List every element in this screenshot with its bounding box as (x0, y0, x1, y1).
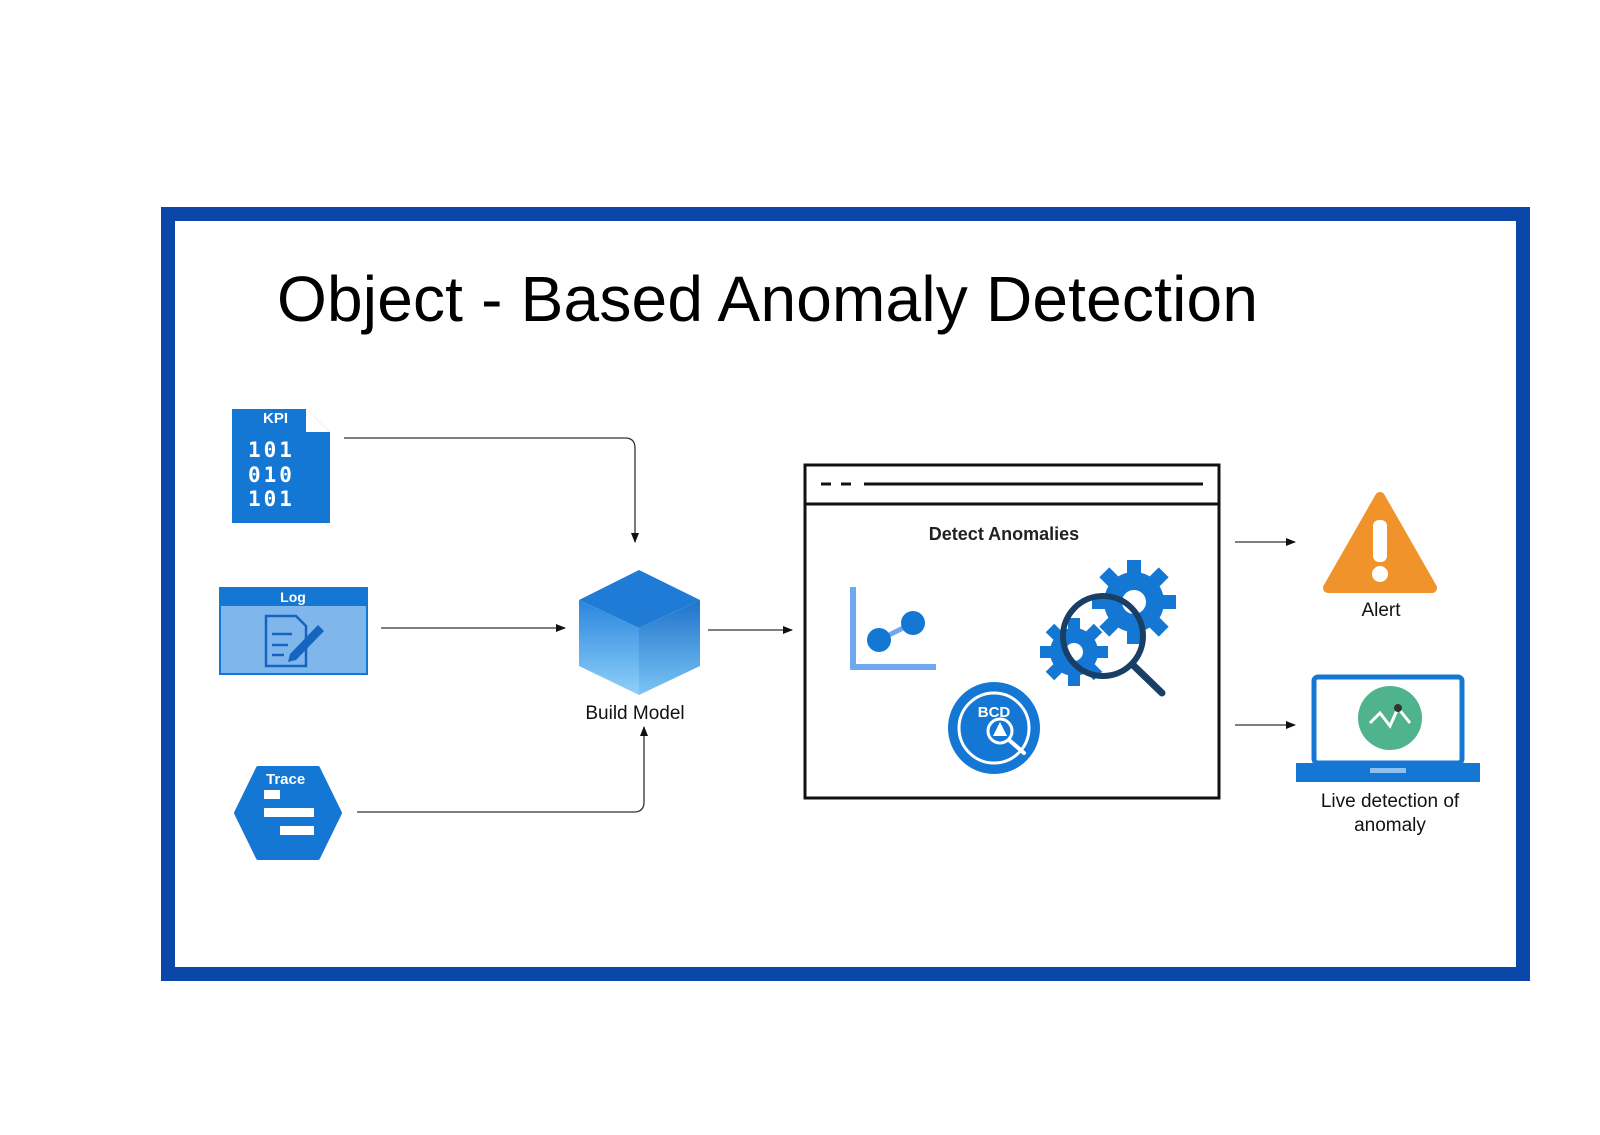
alert-label: Alert (1361, 600, 1401, 621)
gears-magnifier-icon (1040, 560, 1176, 697)
connector-trace-to-model (357, 726, 648, 813)
warning-triangle-icon (1323, 492, 1437, 593)
kpi-file-icon: KPI 101 010 101 (232, 409, 330, 523)
connector-kpi-to-model (344, 437, 639, 543)
cube-icon (579, 570, 700, 695)
trace-badge: Trace (266, 771, 305, 788)
build-model-label: Build Model (585, 703, 684, 724)
kpi-binary-line-2: 010 (248, 463, 295, 487)
search-badge-icon: BCD (948, 682, 1040, 774)
log-window-icon: Log (219, 587, 368, 675)
log-badge: Log (280, 589, 306, 605)
line-chart-icon (850, 587, 936, 670)
kpi-badge: KPI (263, 410, 288, 427)
live-detection-label-line2: anomaly (1354, 815, 1426, 836)
search-badge-text: BCD (978, 704, 1011, 721)
detect-anomalies-label: Detect Anomalies (929, 524, 1079, 544)
laptop-monitor-icon (1296, 674, 1480, 782)
live-detection-label-line1: Live detection of (1321, 791, 1460, 812)
trace-hexagon-icon: Trace (234, 766, 342, 860)
kpi-binary-line-1: 101 (248, 438, 295, 462)
kpi-binary-line-3: 101 (248, 487, 295, 511)
page-title: Object - Based Anomaly Detection (277, 263, 1259, 335)
